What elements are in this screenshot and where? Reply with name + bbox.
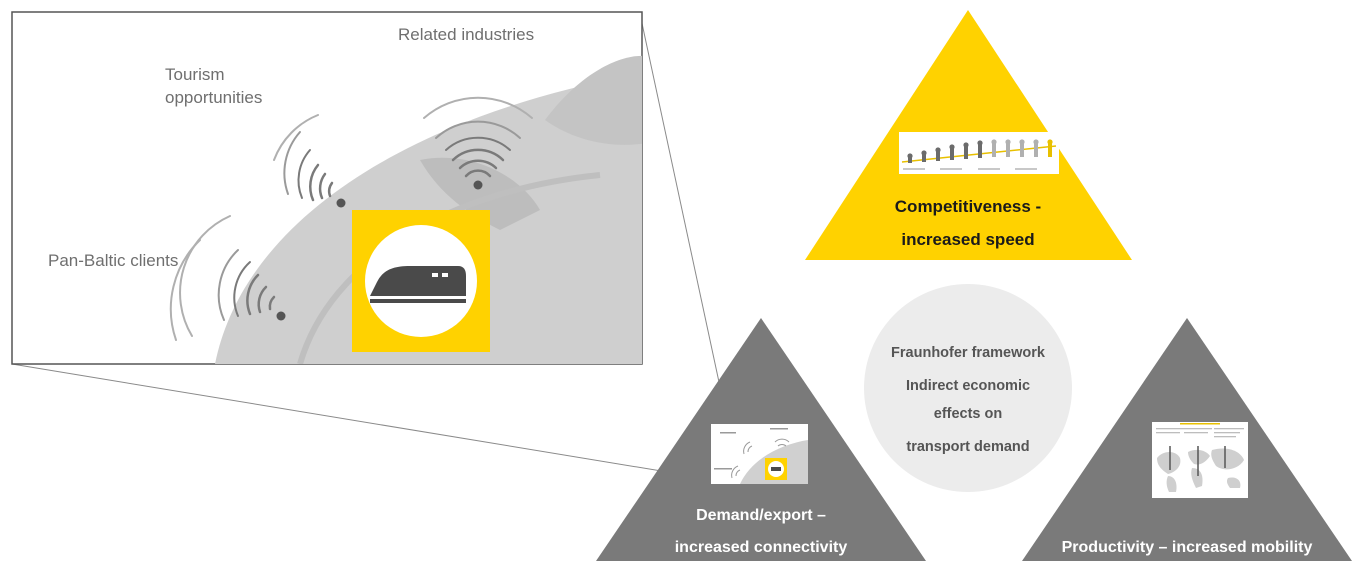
triangle-right-line1: Productivity – increased mobility xyxy=(1062,539,1313,556)
framework-circle: Fraunhofer framework Indirect economic e… xyxy=(864,284,1072,492)
label-pan-baltic: Pan-Baltic clients xyxy=(48,251,178,270)
train-icon xyxy=(370,266,466,303)
signal-icon-tourism xyxy=(273,114,346,208)
zoom-line-bottom xyxy=(11,363,729,483)
center-line1: Fraunhofer framework xyxy=(891,345,1046,361)
train-tile xyxy=(352,210,490,352)
triangle-top-line1: Competitiveness - xyxy=(895,197,1041,216)
label-related-industries: Related industries xyxy=(398,25,534,44)
signal-icon-related-industries xyxy=(423,96,533,190)
triangle-competitiveness: Competitiveness - increased speed xyxy=(805,10,1132,260)
triangle-left-line2: increased connectivity xyxy=(675,539,848,556)
triangle-demand-export: Demand/export – increased connectivity xyxy=(596,318,926,561)
triangle-productivity: Productivity – increased mobility xyxy=(1022,318,1352,561)
zoom-line-top xyxy=(639,13,729,425)
center-line4: transport demand xyxy=(906,439,1029,455)
center-line2: Indirect economic xyxy=(906,378,1030,394)
label-tourism-line2: opportunities xyxy=(165,88,262,107)
center-line3: effects on xyxy=(934,406,1003,422)
connectivity-map-icon xyxy=(711,424,808,484)
inset-panel: Related industries Tourism opportunities… xyxy=(11,11,643,365)
world-map-icon xyxy=(1152,422,1248,498)
triangle-top-line2: increased speed xyxy=(901,230,1034,249)
triangle-left-line1: Demand/export – xyxy=(696,507,826,524)
evolution-of-speed-icon xyxy=(899,132,1059,174)
signal-icon-pan-baltic xyxy=(169,215,286,341)
label-tourism-line1: Tourism xyxy=(165,65,225,84)
